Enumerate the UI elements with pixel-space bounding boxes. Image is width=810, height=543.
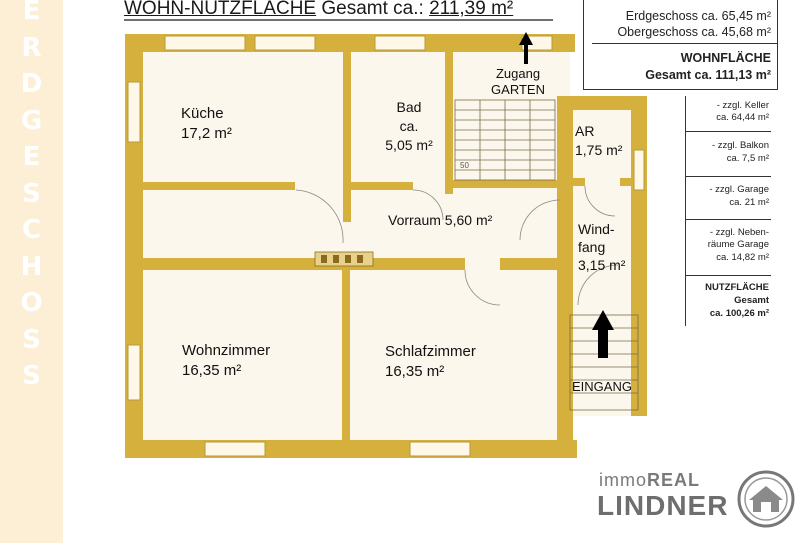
room-name: Küche: [181, 105, 224, 122]
area-upper: Obergeschoss ca. 45,68 m²: [617, 25, 771, 39]
extra-line: - zzgl. Neben-: [709, 227, 769, 238]
zugang-line: Zugang: [495, 66, 541, 81]
wohnflaeche-label: WOHNFLÄCHE: [680, 51, 771, 65]
room-name: AR: [575, 123, 595, 139]
room-bad: Bad ca. 5,05 m²: [380, 98, 438, 155]
heater-ribs: [321, 255, 363, 263]
title-value: 211,39 m²: [429, 0, 514, 19]
logo-lindner: LINDNER: [597, 490, 729, 521]
door-swings: [295, 185, 619, 306]
logo-immo: immoREAL: [599, 470, 700, 490]
extra-line: ca. 64,44 m²: [716, 112, 769, 123]
room-name-cont: ca.: [399, 118, 419, 134]
wohnflaeche-total: Gesamt ca. 111,13 m²: [645, 68, 771, 82]
room-name-cont: fang: [578, 239, 606, 255]
side-letter: S: [22, 178, 41, 209]
room-name: Wohnzimmer: [182, 342, 271, 359]
room-area: 1,75 m²: [575, 142, 623, 158]
garten-line: GARTEN: [491, 82, 545, 97]
extra-line: - zzgl. Garage: [709, 184, 769, 195]
extra-line: ca. 14,82 m²: [716, 252, 769, 263]
side-letter: D: [20, 69, 43, 99]
stair-number: 50: [460, 161, 469, 170]
side-letter: E: [22, 0, 41, 26]
room-name: Bad: [396, 99, 422, 115]
title-middle: Gesamt ca.:: [316, 0, 430, 19]
room-kueche: Küche 17,2 m²: [181, 104, 232, 144]
room-ar: AR 1,75 m²: [575, 122, 622, 160]
side-letter: O: [20, 288, 43, 318]
room-windfang: Wind- fang 3,15 m²: [578, 220, 625, 274]
side-letter: S: [22, 324, 41, 355]
room-area: 5,05 m²: [385, 137, 433, 153]
room-name: Wind-: [578, 221, 615, 237]
side-letter: R: [21, 32, 42, 63]
entrance-arrow-icon: [592, 310, 614, 358]
extra-line: ca. 21 m²: [729, 197, 769, 208]
area-ground: Erdgeschoss ca. 65,45 m²: [625, 9, 771, 23]
nutz-label: NUTZFLÄCHE: [705, 282, 769, 293]
side-letter: G: [20, 105, 43, 136]
room-area: 16,35 m²: [385, 363, 445, 380]
extra-line: räume Garage: [707, 239, 769, 250]
stairs-garden: [454, 99, 556, 181]
extra-line: - zzgl. Keller: [716, 100, 769, 111]
room-area: 16,35 m²: [182, 362, 242, 379]
room-wohnzimmer: Wohnzimmer 16,35 m²: [182, 341, 270, 381]
room-name: Schlafzimmer: [385, 343, 476, 360]
house-logo-icon: [737, 470, 795, 528]
title-prefix: WOHN-NUTZFLÄCHE: [124, 0, 317, 19]
extra-line: - zzgl. Balkon: [711, 140, 769, 151]
area-summary-box: Erdgeschoss ca. 65,45 m² Obergeschoss ca…: [583, 0, 778, 90]
garden-arrow-icon: [519, 32, 533, 64]
extra-line: ca. 7,5 m²: [726, 153, 769, 164]
room-area: 17,2 m²: [181, 125, 232, 142]
side-letter: C: [21, 215, 42, 245]
page-title: WOHN-NUTZFLÄCHE Gesamt ca.: 211,39 m²: [124, 0, 513, 20]
brand-logo: immoREAL LINDNER: [597, 470, 797, 530]
room-vorraum: Vorraum 5,60 m²: [388, 212, 493, 228]
windows: [127, 35, 645, 457]
zugang-garten: Zugang GARTEN: [484, 66, 552, 98]
nutz-gesamt: Gesamt: [734, 295, 769, 306]
side-letter: H: [20, 251, 43, 282]
side-letter: S: [22, 361, 41, 391]
room-area: 3,15 m²: [578, 257, 626, 273]
room-schlafzimmer: Schlafzimmer 16,35 m²: [385, 342, 476, 382]
floor-fill: [562, 96, 644, 416]
nutz-total: ca. 100,26 m²: [709, 308, 769, 319]
side-letter: E: [22, 142, 41, 172]
eingang-label: EINGANG: [572, 379, 632, 394]
